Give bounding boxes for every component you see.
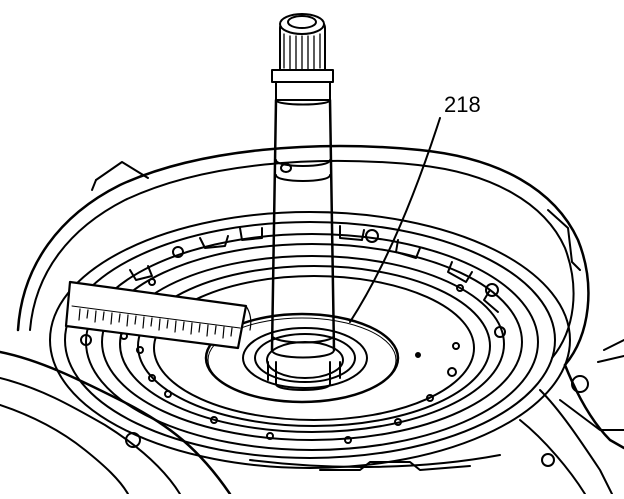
callout-label-218: 218 xyxy=(444,92,481,117)
input-shaft xyxy=(268,14,340,390)
feeler-ruler xyxy=(66,282,251,348)
callout-leader-line xyxy=(350,118,440,322)
clutch-housing-rings xyxy=(50,212,570,468)
